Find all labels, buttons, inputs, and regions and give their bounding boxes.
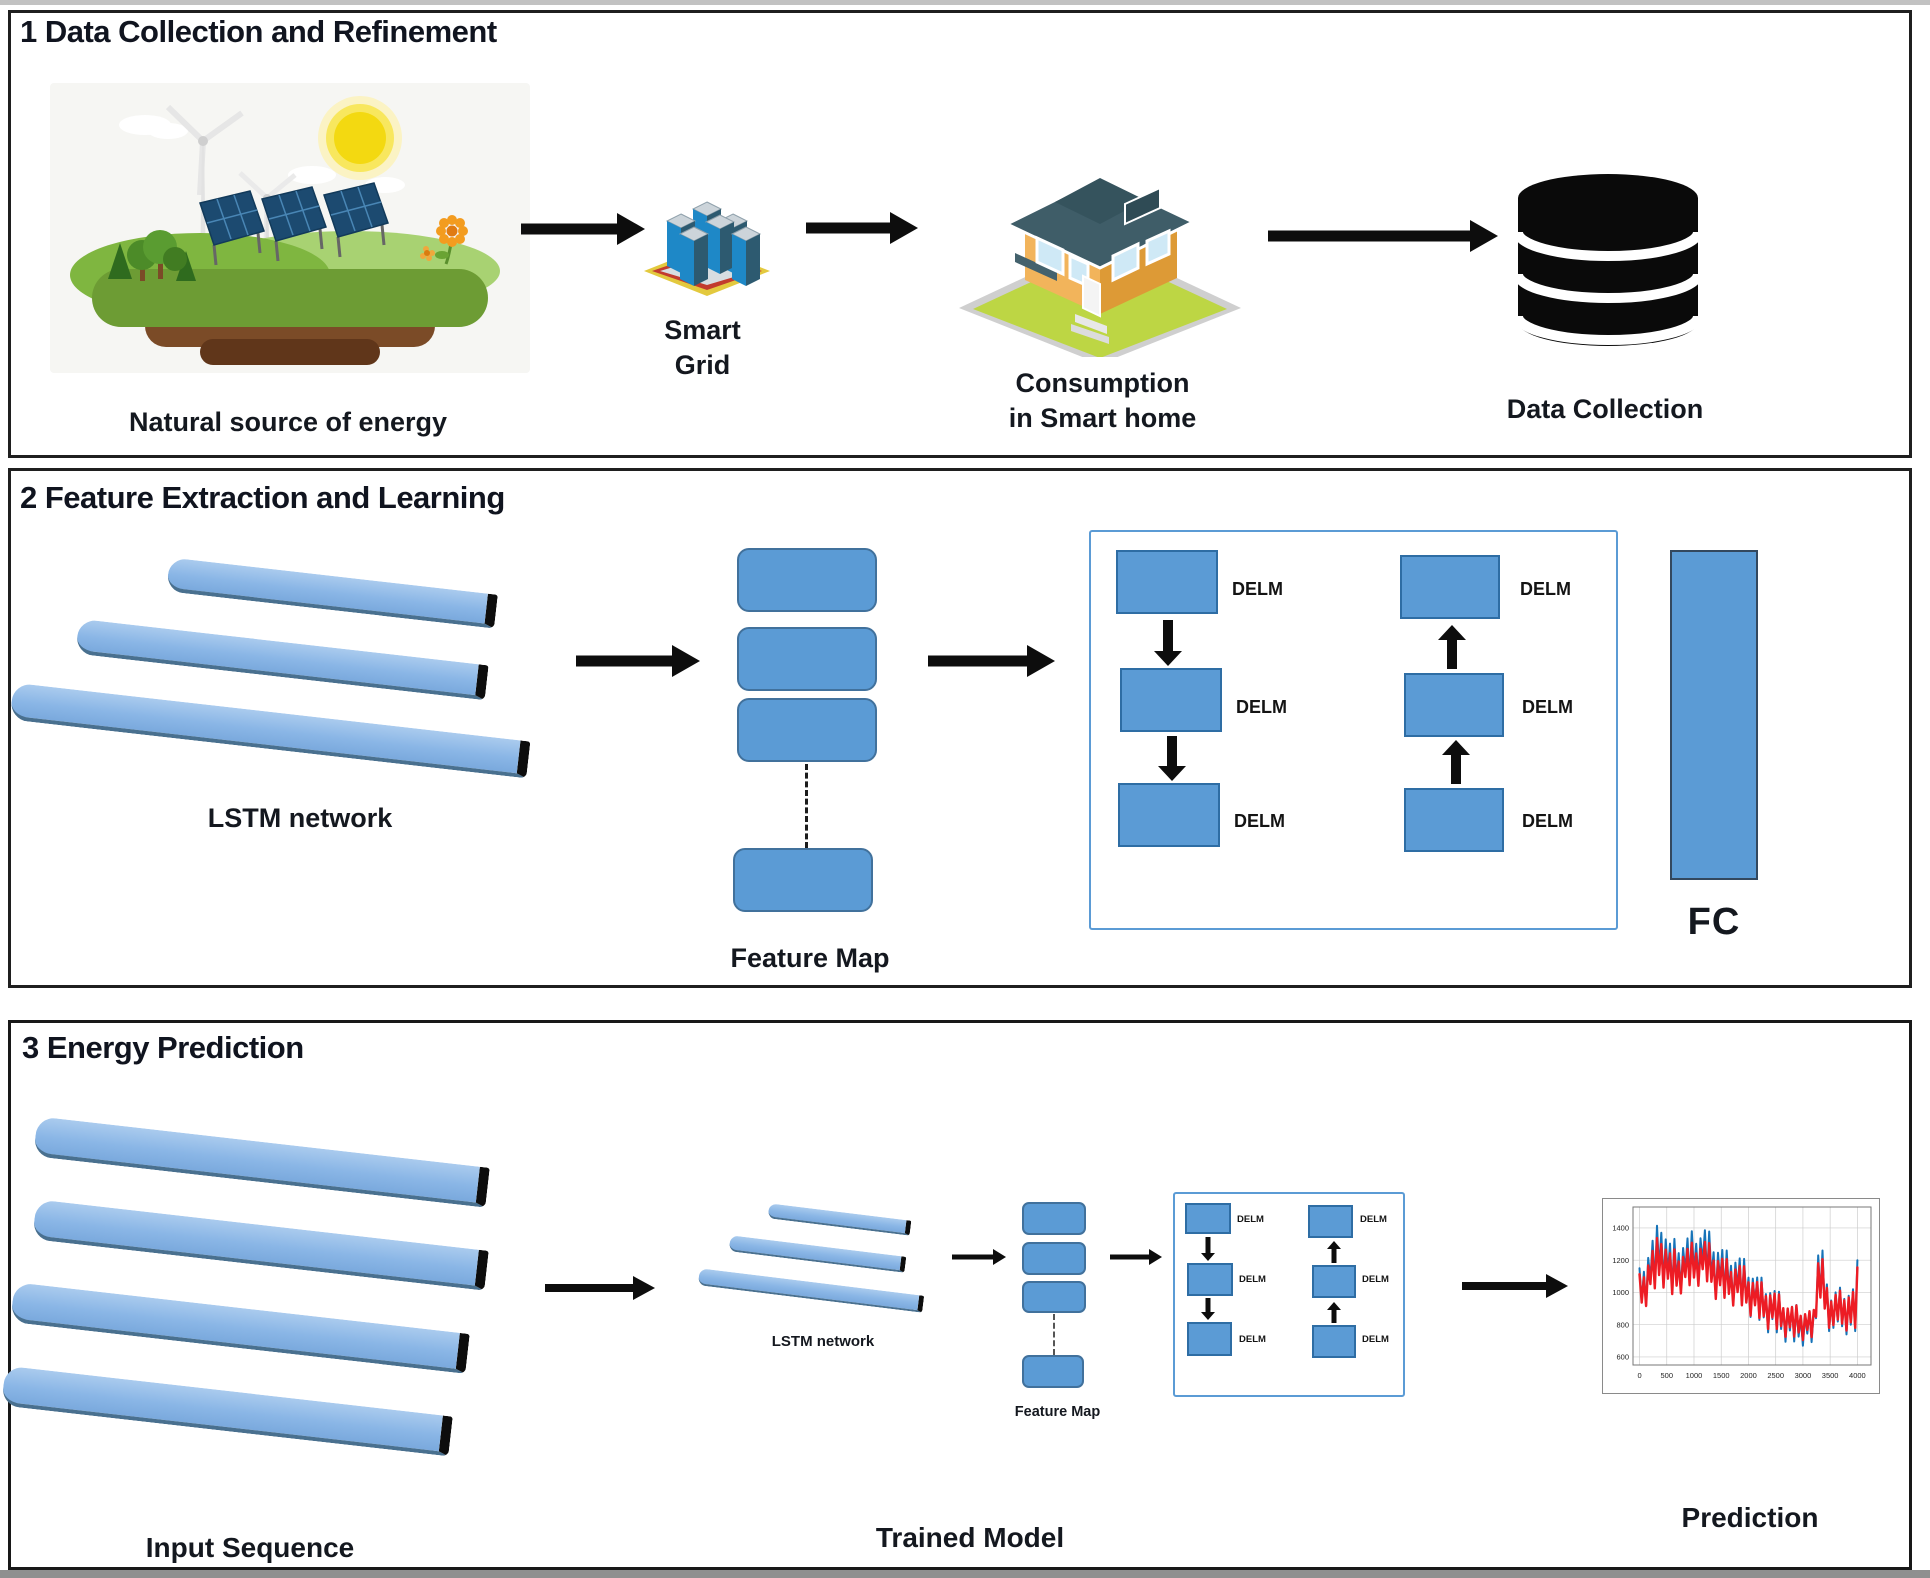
svg-text:1500: 1500: [1713, 1371, 1730, 1380]
nature-landscape-icon: [50, 83, 530, 373]
natural-source-label: Natural source of energy: [128, 407, 448, 437]
mini-delm-label: DELM: [1362, 1334, 1389, 1345]
mini-feature-map-block: [1022, 1242, 1086, 1275]
delm-block: [1116, 550, 1218, 614]
delm-block: [1404, 788, 1504, 852]
mini-feature-map-label: Feature Map: [1014, 1404, 1101, 1420]
down-arrow-icon: [1153, 620, 1183, 666]
bottom-edge-strip: [0, 1570, 1930, 1578]
database-icon: [1508, 162, 1708, 362]
trained-model-label: Trained Model: [875, 1522, 1065, 1553]
section1-title: 1 Data Collection and Refinement: [20, 14, 497, 49]
up-arrow-icon: [1437, 625, 1467, 669]
mini-delm-block: [1187, 1263, 1233, 1296]
top-edge-strip: [0, 0, 1930, 5]
svg-text:1200: 1200: [1612, 1256, 1629, 1265]
delm-label: DELM: [1522, 697, 1573, 717]
delm-block: [1400, 555, 1500, 619]
up-arrow-icon: [1441, 740, 1471, 784]
down-arrow-icon: [1200, 1237, 1216, 1261]
arrow-home-to-database: [1268, 219, 1498, 253]
mini-delm-block: [1187, 1322, 1232, 1356]
delm-label: DELM: [1522, 811, 1573, 831]
delm-block: [1404, 673, 1504, 737]
mini-feature-map-block: [1022, 1281, 1086, 1313]
fully-connected-bar: [1670, 550, 1758, 880]
prediction-label: Prediction: [1681, 1502, 1819, 1533]
smart-home-icon: [955, 112, 1245, 364]
delm-label: DELM: [1234, 811, 1285, 831]
svg-text:1000: 1000: [1686, 1371, 1703, 1380]
mini-delm-block: [1312, 1325, 1356, 1358]
svg-text:800: 800: [1616, 1320, 1629, 1329]
feature-map-ellipsis: [805, 764, 808, 848]
section2-title: 2 Feature Extraction and Learning: [20, 480, 505, 515]
svg-text:3500: 3500: [1822, 1371, 1839, 1380]
consumption-label: Consumption in Smart home: [1008, 368, 1197, 434]
down-arrow-icon: [1157, 736, 1187, 781]
svg-text:1400: 1400: [1612, 1224, 1629, 1233]
feature-map-label: Feature Map: [730, 943, 890, 973]
arrow-grid-to-home: [806, 211, 918, 245]
mini-feature-map-ellipsis: [1053, 1314, 1055, 1355]
data-collection-label: Data Collection: [1506, 394, 1704, 424]
mini-delm-label: DELM: [1239, 1274, 1266, 1285]
arrow-minifm-to-minidelm: [1110, 1247, 1162, 1267]
server-cluster-icon: [640, 168, 775, 296]
svg-text:4000: 4000: [1849, 1371, 1866, 1380]
arrow-lstm-to-featuremap: [576, 643, 700, 679]
input-sequence-label: Input Sequence: [145, 1532, 355, 1563]
delm-label: DELM: [1520, 579, 1571, 599]
delm-label: DELM: [1232, 579, 1283, 599]
svg-text:2500: 2500: [1767, 1371, 1784, 1380]
fc-label: FC: [1687, 901, 1741, 943]
arrow-model-to-prediction: [1462, 1271, 1568, 1301]
delm-label: DELM: [1236, 697, 1287, 717]
mini-delm-label: DELM: [1237, 1214, 1264, 1225]
up-arrow-icon: [1326, 1241, 1342, 1263]
arrow-nature-to-grid: [521, 212, 645, 246]
section-energy-prediction: [8, 1020, 1912, 1570]
svg-text:1000: 1000: [1612, 1288, 1629, 1297]
mini-feature-map-block: [1022, 1355, 1084, 1388]
mini-lstm-network-label: LSTM network: [771, 1333, 875, 1350]
feature-map-block: [737, 627, 877, 691]
mini-delm-label: DELM: [1239, 1334, 1266, 1345]
solar-panel-icon: [199, 182, 389, 266]
mini-delm-block: [1312, 1265, 1356, 1298]
feature-map-block: [733, 848, 873, 912]
svg-text:3000: 3000: [1795, 1371, 1812, 1380]
mini-feature-map-block: [1022, 1202, 1086, 1235]
mini-delm-label: DELM: [1362, 1274, 1389, 1285]
prediction-chart: 0 500 1000 1500 2000 2500 3000 3500 4000 600 800 10…: [1602, 1198, 1880, 1394]
down-arrow-icon: [1200, 1298, 1216, 1320]
section3-title: 3 Energy Prediction: [22, 1030, 304, 1065]
mini-delm-block: [1185, 1203, 1231, 1234]
up-arrow-icon: [1326, 1302, 1342, 1323]
arrow-minilstm-to-minifm: [952, 1247, 1006, 1267]
svg-text:2000: 2000: [1740, 1371, 1757, 1380]
lstm-network-label: LSTM network: [207, 803, 393, 833]
flower-icon: [420, 215, 468, 265]
delm-block: [1120, 668, 1222, 732]
mini-delm-label: DELM: [1360, 1214, 1387, 1225]
svg-text:500: 500: [1661, 1371, 1674, 1380]
svg-text:600: 600: [1616, 1353, 1629, 1362]
feature-map-block: [737, 698, 877, 762]
feature-map-block: [737, 548, 877, 612]
mini-delm-block: [1308, 1205, 1353, 1238]
arrow-input-to-model: [545, 1272, 655, 1304]
svg-text:0: 0: [1637, 1371, 1641, 1380]
arrow-featuremap-to-delm: [928, 643, 1055, 679]
smart-grid-label: Smart Grid: [664, 315, 741, 381]
delm-block: [1118, 783, 1220, 847]
